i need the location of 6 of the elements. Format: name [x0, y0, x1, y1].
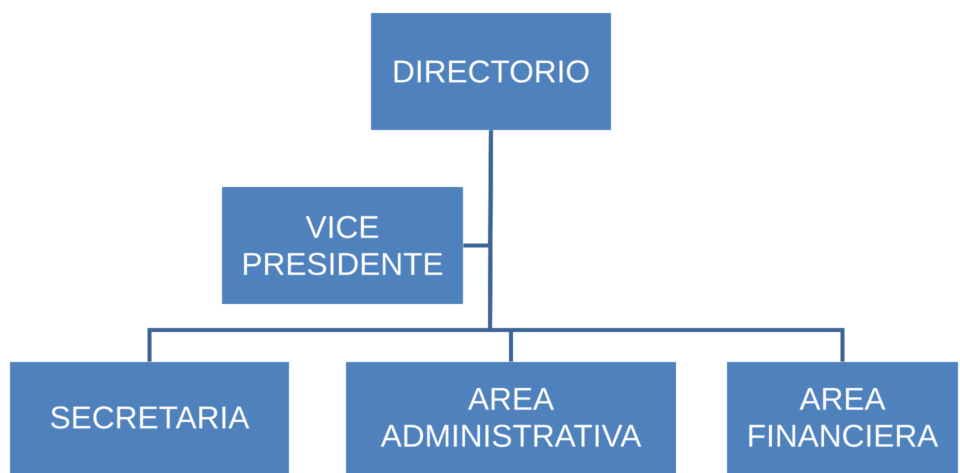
- org-box: VICE PRESIDENTE: [222, 187, 463, 304]
- org-box: DIRECTORIO: [371, 13, 611, 130]
- org-box: AREA FINANCIERA: [727, 362, 958, 473]
- connector-line: [488, 130, 845, 362]
- org-box: SECRETARIA: [10, 362, 289, 473]
- org-box: AREA ADMINISTRATIVA: [346, 362, 676, 473]
